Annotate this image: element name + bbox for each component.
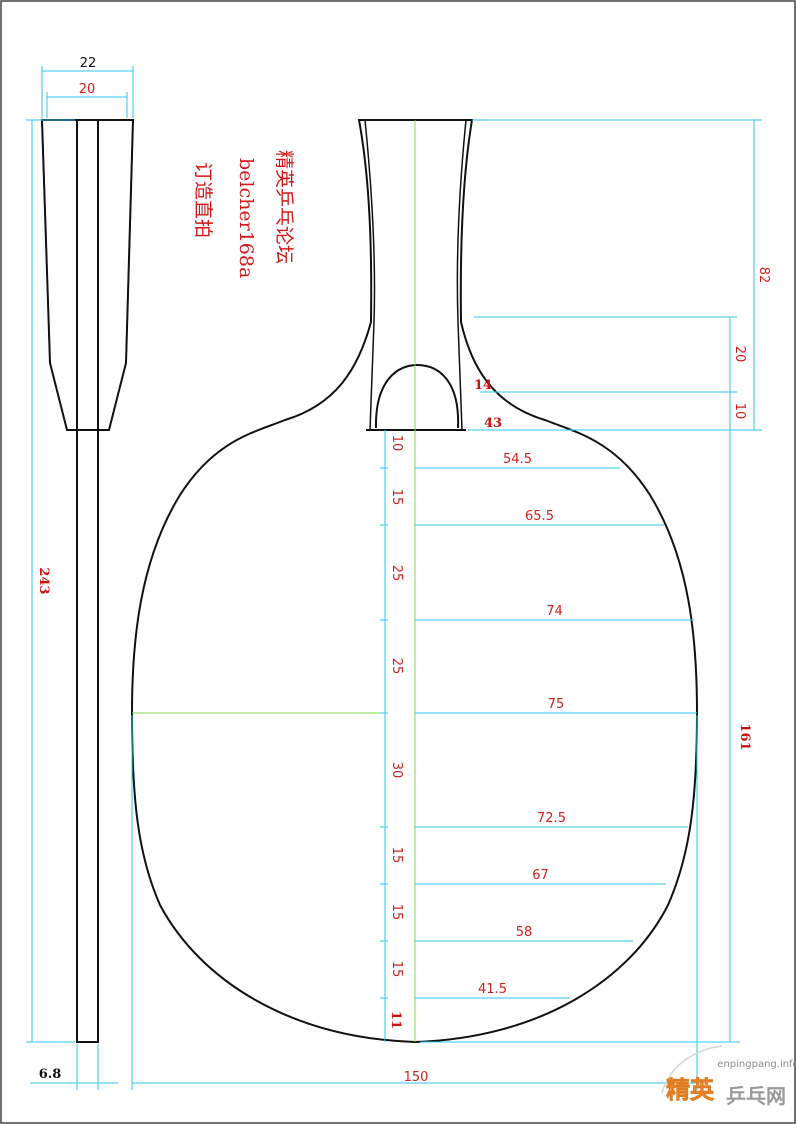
dim-label-20: 20	[732, 346, 747, 363]
dim-label-6-8: 6.8	[39, 1067, 62, 1082]
dim-label-11: 11	[388, 1011, 403, 1029]
watermark-swoosh	[661, 1045, 723, 1094]
width-station: 58 15	[380, 904, 633, 942]
annotation-forum: 精英乒乓论坛	[273, 150, 295, 264]
width-station: 67 15	[380, 847, 666, 885]
station-offset-label: 15	[389, 904, 404, 921]
annotation: 精英乒乓论坛 belcher168a 订造直拍	[192, 150, 295, 278]
dim-label-150: 150	[404, 1070, 429, 1085]
station-offset-label: 15	[389, 847, 404, 864]
width-station: 41.5 15	[380, 961, 570, 999]
station-width-label: 58	[516, 925, 533, 940]
station-offset-label: 25	[389, 565, 404, 582]
width-station: 72.5 30	[380, 762, 688, 828]
station-width-label: 41.5	[478, 982, 507, 997]
width-station: 74 25	[380, 565, 694, 621]
dim-label-243: 243	[36, 567, 51, 594]
side-handle-inner	[41, 119, 134, 364]
side-blade-strip	[76, 119, 99, 1043]
dim-label-10: 10	[732, 403, 747, 420]
station-offset-label: 15	[389, 489, 404, 506]
annotation-user: belcher168a	[235, 158, 257, 278]
station-width-label: 67	[532, 868, 549, 883]
watermark-url: enpingpang.info	[717, 1059, 796, 1070]
side-handle-outline	[40, 119, 135, 431]
handle-left-edge	[364, 119, 376, 431]
station-offset-label: 30	[389, 762, 404, 779]
handle-right-edge	[456, 119, 467, 431]
width-station: 65.5 15	[380, 489, 664, 526]
dim-label-82: 82	[756, 267, 771, 284]
dim-label-14: 14	[474, 378, 492, 393]
station-offset-label: 15	[389, 961, 404, 978]
station-width-label: 74	[546, 604, 563, 619]
handle-cutout	[374, 363, 460, 429]
station-width-label: 72.5	[537, 811, 566, 826]
width-station: 75 25	[380, 658, 697, 714]
dim-label-20: 20	[79, 82, 96, 97]
station-width-label: 65.5	[525, 509, 554, 524]
watermark: enpingpang.info 精英 乒乓网	[661, 1045, 796, 1108]
dim-label-161: 161	[737, 723, 752, 750]
width-stations: 54.5 10 65.5 15 74 25 75 25 72.5 30 67 15 58 15 41.5 15	[380, 435, 697, 999]
dim-label-43: 43	[484, 416, 502, 431]
annotation-order: 订造直拍	[192, 162, 214, 238]
station-width-label: 54.5	[503, 452, 532, 467]
dim-label-22: 22	[80, 56, 97, 71]
front-view: 82 20 10 14 43 161 150 54.51065.51574257…	[130, 119, 771, 1090]
width-station: 54.5 10	[380, 435, 620, 469]
side-view: 22 20 243 6.8	[26, 56, 135, 1090]
station-offset-label: 25	[389, 658, 404, 675]
station-offset-label: 10	[389, 435, 404, 452]
watermark-brand-b: 乒乓网	[726, 1084, 786, 1108]
station-width-label: 75	[548, 697, 565, 712]
watermark-brand-a: 精英	[666, 1076, 715, 1104]
